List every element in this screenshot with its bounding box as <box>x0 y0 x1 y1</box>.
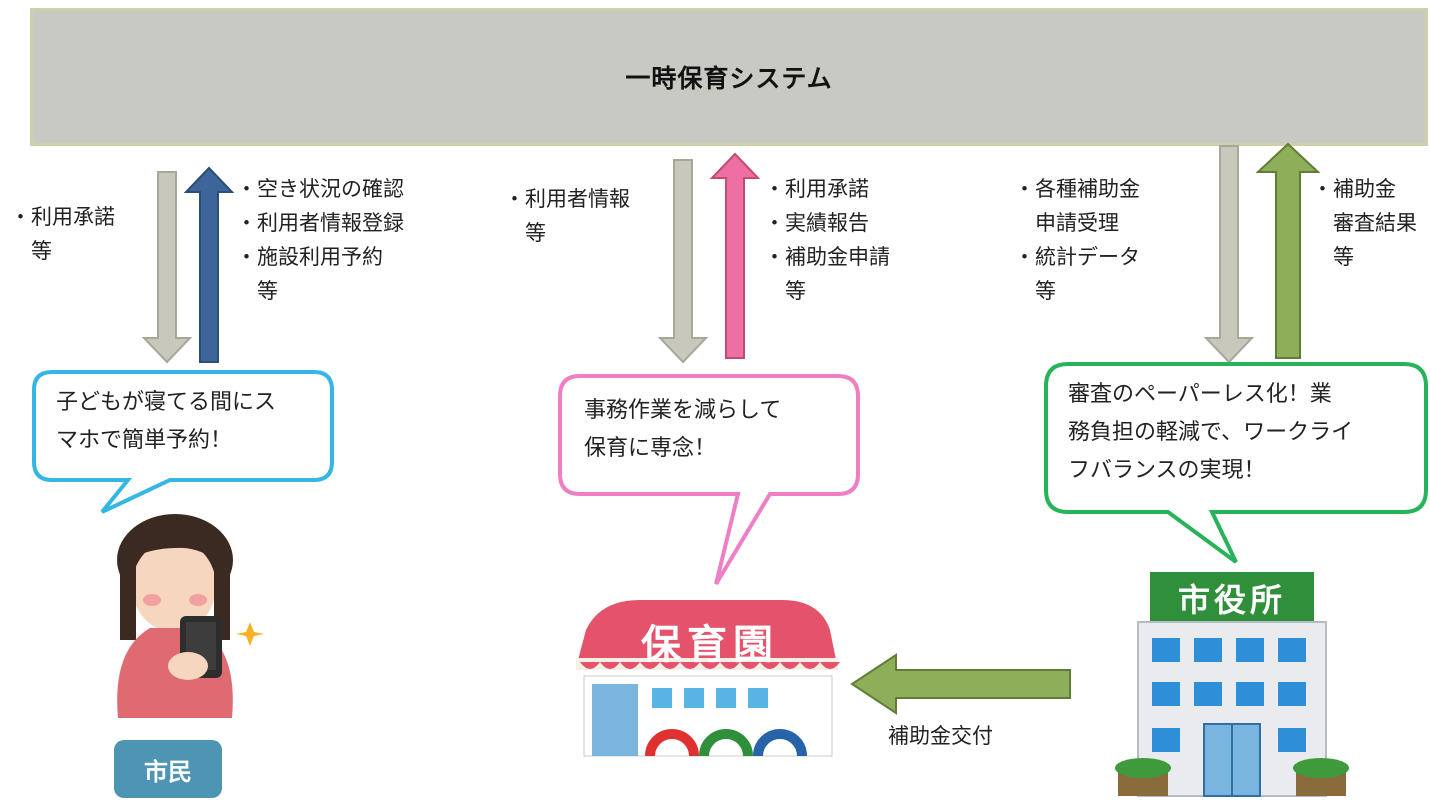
nursery-illustration <box>576 600 840 757</box>
citizen-illustration <box>117 514 264 718</box>
cityhall-bubble-text: 審査のペーパーレス化！業 務負担の軽減で、ワークライ フバランスの実現！ <box>1068 382 1354 483</box>
nursery-bubble-text: 事務作業を減らして 保育に専念！ <box>584 398 782 461</box>
cityhall-up-arrow <box>1255 142 1321 359</box>
nursery-down-note: ・利用者情報 等 <box>504 187 630 245</box>
system-title: 一時保育システム <box>625 64 833 93</box>
cityhall-illustration <box>1115 572 1349 797</box>
cityhall-sign: 市役所 <box>1177 581 1286 619</box>
subsidy-label: 補助金交付 <box>888 724 993 748</box>
nursery-sign: 保育園 <box>641 622 779 668</box>
nursery-bubble-shape <box>558 374 860 586</box>
citizen-bubble-text: 子どもが寝てる間にス マホで簡単予約！ <box>56 390 277 453</box>
subsidy-arrow <box>850 653 1071 715</box>
citizen-up-arrow <box>183 166 235 363</box>
citizen-down-arrow <box>141 171 193 364</box>
system-bar: 一時保育システム <box>30 8 1428 146</box>
citizen-badge: 市民 <box>144 757 192 786</box>
cityhall-down-note: ・各種補助金 申請受理 ・統計データ 等 <box>1014 177 1140 303</box>
nursery-down-arrow <box>657 159 709 364</box>
cityhall-bubble-shape <box>1044 362 1428 564</box>
citizen-bubble-shape <box>32 370 334 514</box>
cityhall-down-arrow <box>1203 145 1255 364</box>
nursery-up-arrow <box>709 152 761 359</box>
cityhall-up-note: ・補助金 審査結果 等 <box>1312 177 1417 269</box>
citizen-down-note: ・利用承諾 等 <box>10 205 115 263</box>
citizen-up-note: ・空き状況の確認 ・利用者情報登録 ・施設利用予約 等 <box>236 177 404 303</box>
nursery-up-note: ・利用承諾 ・実績報告 ・補助金申請 等 <box>764 177 890 303</box>
citizen-badge-bg <box>114 740 222 798</box>
